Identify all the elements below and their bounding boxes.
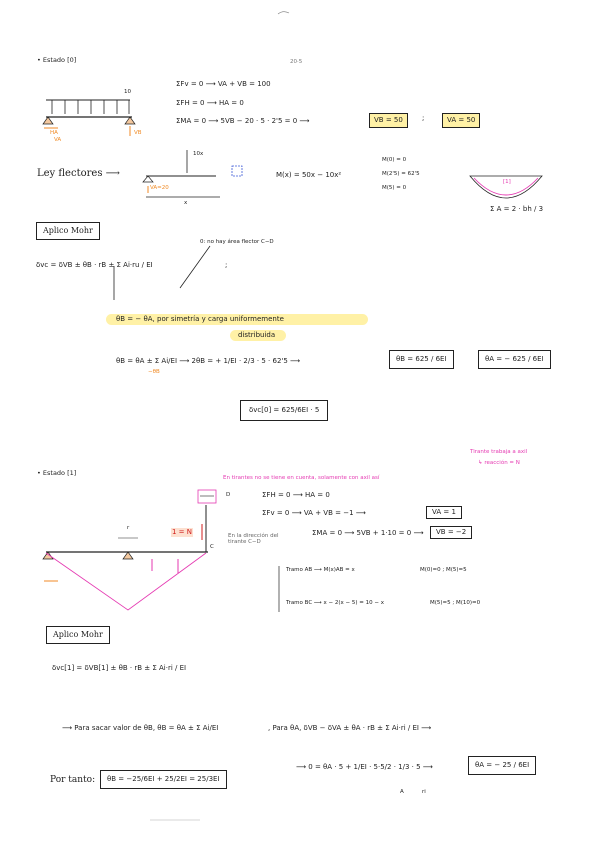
theta-symmetry-note: θB = − θA, por simetría y carga uniforme… [116,315,284,323]
beam-ley [142,150,543,199]
tramo-bc: Tramo BC ⟶ x − 2(x − 5) = 10 − x [286,600,385,606]
state1-eq-fv: ΣFv = 0 ⟶ VA + VB = −1 ⟶ [262,509,366,517]
theta-a-box-1: θA = − 25 / 6EI [468,756,537,775]
eq-sum-fh: ΣFH = 0 ⟶ HA = 0 [176,99,244,107]
vb-result-box: VB = 50 [369,113,408,128]
zero-note: 0: no hay área flector C−D [200,239,274,245]
ley-flectores-label: Ley flectores ⟶ [37,168,120,179]
va-result-box-1: VA = 1 [426,506,462,519]
x-label: x [184,200,188,206]
m0-value: M(0) = 0 [382,157,407,163]
state1-eq-ma: ΣMA = 0 ⟶ 5VB + 1·10 = 0 ⟶ [312,529,424,537]
va-label: VA [54,137,62,143]
aplico-mohr-box-0: Aplico Mohr [36,222,100,240]
final-deflection-box: δvc[0] = 625/6EI · 5 [240,400,329,421]
ri-label: ri [422,789,426,795]
mohr-equation-1: δvc[1] = δVB[1] ± θB · rB ± Σ Ai·ri / EI [52,664,187,672]
eq-sum-ma: ΣMA = 0 ⟶ 5VB − 20 · 5 · 2'5 = 0 ⟶ [176,117,310,125]
right-note-2: ↳ reacción = N [478,460,520,466]
theta-b-box-0: θB = 625 / 6EI [389,350,454,369]
m25-value: M(2'5) = 62'5 [382,171,420,177]
side-note: En la dirección del tirante C−D [228,533,279,545]
m5-value: M(5) = 0 [382,185,407,191]
tirante-note: En tirantes no se tiene en cuenta, solam… [223,475,380,481]
beam-state1 [42,489,217,611]
neg-theta-b: −θB [148,369,160,375]
state0-heading: • Estado [0] [37,56,77,64]
beam-state0 [42,99,136,136]
mohr-equation-0: δvc = δVB ± θB · rB ± Σ Ai·ru / EI [36,261,153,269]
vb-result-box-1: VB = −2 [430,526,473,539]
separator: ; [422,114,425,122]
r-label: r [127,525,130,531]
note-20-5: 20·5 [290,59,303,65]
state1-eq-fh: ΣFH = 0 ⟶ HA = 0 [262,491,330,499]
right-note: Tirante trabaja a axil [470,449,528,455]
vb-label: VB [134,130,142,136]
semicolon: ; [225,261,228,269]
load-value: 10 [124,89,131,95]
para-sacar-theta-b: ⟶ Para sacar valor de θB, θB = θA ± Σ Ai… [62,724,219,732]
c-label: C [210,544,214,550]
tramo-ab: Tramo AB ⟶ M(x)AB = x [286,567,355,573]
theta-equation: θB = θA ± Σ Ai/EI ⟶ 2θB = + 1/EI · 2/3 ·… [116,357,301,365]
por-tanto-label: Por tanto: [50,775,96,785]
n-label: 1 = N [171,528,194,537]
moment-expression: M(x) = 50x − 10x² [276,171,342,179]
aplico-mohr-box-1: Aplico Mohr [46,626,110,644]
eq-sum-fv: ΣFv = 0 ⟶ VA + VB = 100 [176,80,271,88]
zero-equation: ⟶ 0 = θA · 5 + 1/EI · 5·5/2 · 1/3 · 5 ⟶ [296,763,433,771]
tramo-bc-values: M(5)=5 ; M(10)=0 [430,600,481,606]
va-20-label: VA=20 [150,185,169,191]
d-label: D [226,492,231,498]
theta-a-box-0: θA = − 625 / 6EI [478,350,551,369]
theta-symmetry-note2: distribuida [238,331,276,339]
para-theta-a: , Para θA, δVB − δVA ± θA · rB ± Σ Ai·ri… [268,724,432,732]
a-label: A [400,789,404,795]
area-formula: Σ A = 2 · bh / 3 [490,205,544,213]
parabola-label: [1] [503,179,511,185]
ha-label: HA [50,130,58,136]
va-result-box: VA = 50 [442,113,481,128]
highlight-row1 [106,314,368,325]
tramo-ab-values: M(0)=0 ; M(5)=5 [420,567,467,573]
theta-b-box-1: θB = −25/6EI + 25/2EI = 25/3EI [100,770,227,789]
state1-heading: • Estado [1] [37,469,77,477]
highlight-row2 [230,330,286,341]
load-10x: 10x [193,151,204,157]
